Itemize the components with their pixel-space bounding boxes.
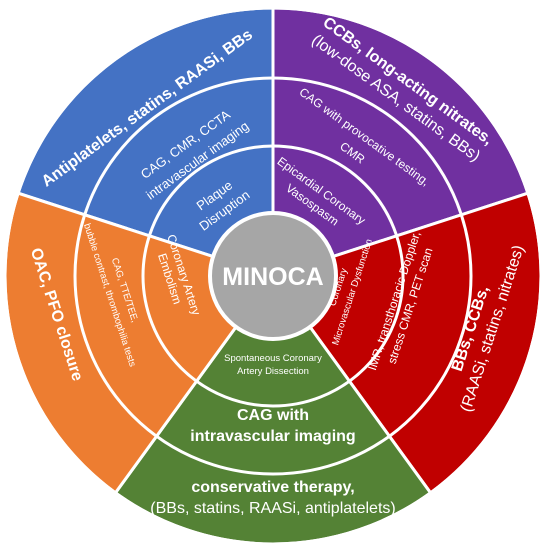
outer-ring	[3, 6, 543, 546]
scad-cause-line2: Artery Dissection	[237, 366, 309, 377]
center-disc	[208, 211, 338, 341]
sector-wedges	[3, 6, 543, 546]
ring-separator-1	[73, 76, 473, 476]
scad-cause-line1: Spontaneous Coronary	[224, 353, 322, 364]
scad-therapy-line1: conservative therapy,	[191, 479, 354, 496]
scad-diagnosis-line1: CAG with	[237, 407, 309, 424]
scad-diagnosis-line2: intravascular imaging	[190, 428, 355, 445]
ring-separator-2	[141, 144, 405, 408]
scad-therapy-line2: (BBs, statins, RAASi, antiplatelets)	[150, 500, 395, 517]
center-label-minoca: MINOCA	[222, 263, 323, 291]
